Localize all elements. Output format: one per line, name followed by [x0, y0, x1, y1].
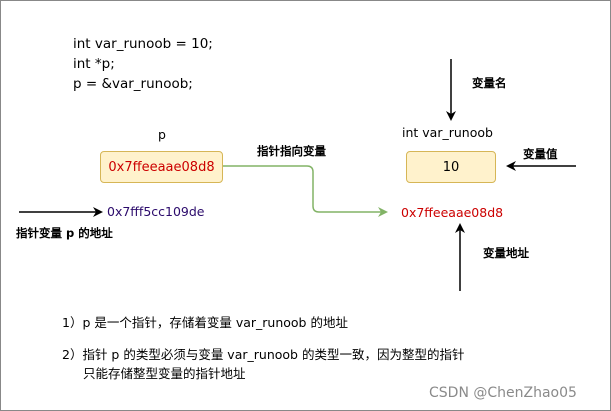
code-line: int *p; [73, 56, 115, 72]
variable-address-label: 变量地址 [483, 246, 529, 260]
pointer-own-address-label: 指针变量 p 的地址 [16, 226, 113, 240]
note-1: 1）p 是一个指针，存储着变量 var_runoob 的地址 [62, 315, 348, 330]
pointer-own-address: 0x7fff5cc109de [107, 204, 205, 219]
pointer-link-label: 指针指向变量 [257, 144, 326, 158]
pointer-name: p [158, 127, 166, 142]
variable-address: 0x7ffeeaae08d8 [401, 205, 504, 220]
note-2: 2）指针 p 的类型必须与变量 var_runoob 的类型一致，因为整型的指针 [62, 347, 465, 362]
pointer-link-arrow [223, 165, 388, 217]
pointer-box: 0x7ffeeaae08d8 [100, 151, 223, 183]
variable-name-label: 变量名 [472, 76, 507, 90]
variable-declaration: int var_runoob [402, 125, 493, 140]
variable-value-label: 变量值 [523, 147, 558, 161]
pointer-value: 0x7ffeeaae08d8 [108, 159, 215, 175]
watermark: CSDN @ChenZhao05 [429, 385, 577, 401]
code-snippet: int var_runoob = 10; int *p; p = &var_ru… [73, 34, 213, 94]
variable-value: 10 [442, 159, 460, 175]
code-line: p = &var_runoob; [73, 76, 193, 92]
variable-value-box: 10 [406, 151, 496, 183]
code-line: int var_runoob = 10; [73, 36, 213, 52]
note-2-continued: 只能存储整型变量的指针地址 [83, 366, 246, 381]
